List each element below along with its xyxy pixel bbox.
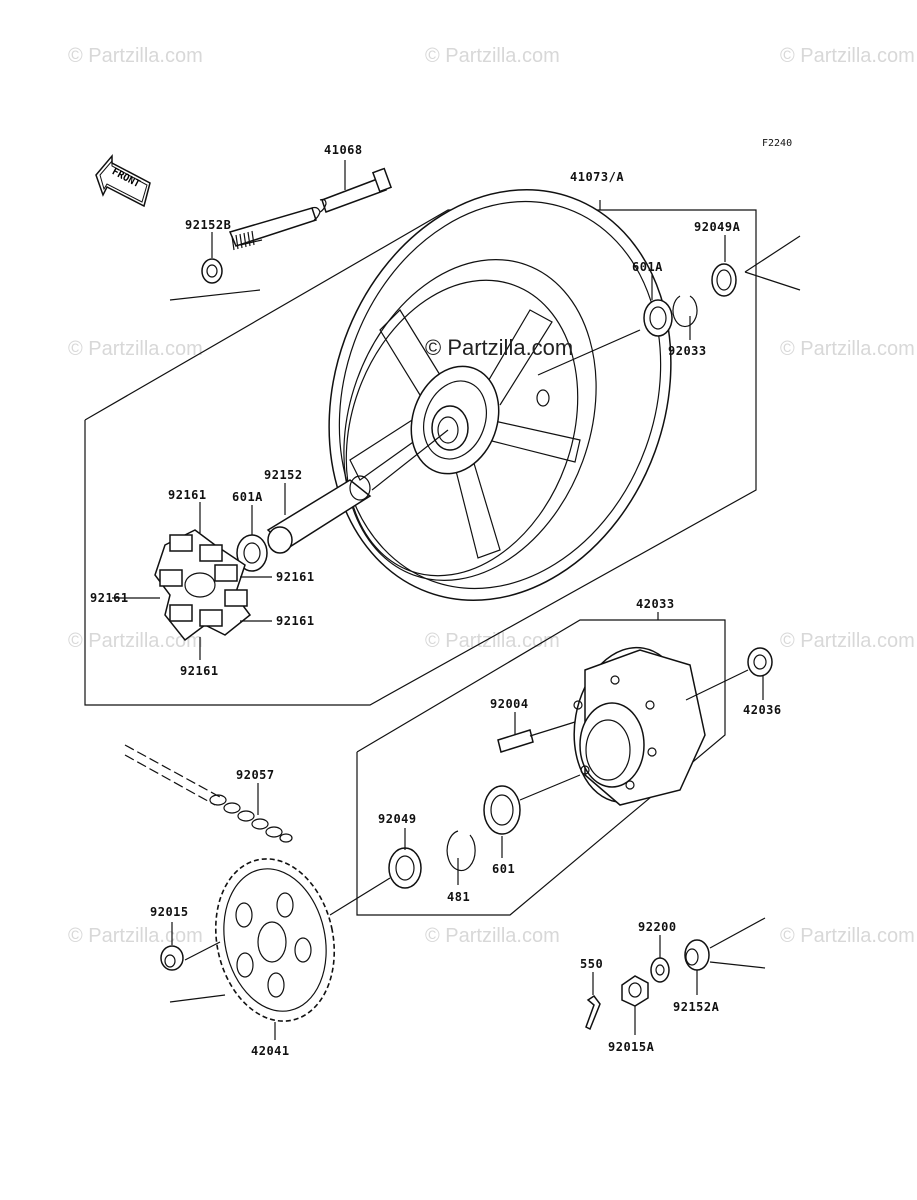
part-label-601a-upper[interactable]: 601A <box>632 260 663 274</box>
washer-92200 <box>650 957 670 983</box>
part-label-92152a[interactable]: 92152A <box>673 1000 720 1014</box>
watermark: © Partzilla.com <box>425 45 560 67</box>
sprocket-carrier-42033 <box>573 646 706 806</box>
cush-drive-damper <box>154 529 252 642</box>
part-label-92152b[interactable]: 92152B <box>185 218 232 232</box>
part-label-92033[interactable]: 92033 <box>668 344 707 358</box>
part-label-550[interactable]: 550 <box>580 957 604 971</box>
circlip-481 <box>446 830 476 872</box>
rear-wheel-rim <box>328 189 672 601</box>
part-label-92152[interactable]: 92152 <box>264 468 303 482</box>
oil-seal-92049 <box>388 847 422 889</box>
watermark: © Partzilla.com <box>780 338 915 360</box>
collar-92152b <box>201 258 223 284</box>
part-label-481[interactable]: 481 <box>447 890 471 904</box>
watermark: © Partzilla.com <box>68 338 203 360</box>
watermark: © Partzilla.com <box>780 45 915 67</box>
rear-axle <box>228 167 393 251</box>
part-label-41068[interactable]: 41068 <box>324 143 363 157</box>
collar-92152a <box>684 939 710 971</box>
collar-42036 <box>747 647 773 677</box>
part-label-41073a[interactable]: 41073/A <box>570 170 625 184</box>
part-label-92161[interactable]: 92161 <box>276 570 315 584</box>
part-label-92161[interactable]: 92161 <box>180 664 219 678</box>
oil-seal-92049a <box>711 263 737 297</box>
rear-sprocket-42041 <box>214 858 336 1022</box>
part-label-92161[interactable]: 92161 <box>276 614 315 628</box>
part-label-92161[interactable]: 92161 <box>168 488 207 502</box>
watermark: © Partzilla.com <box>780 925 915 947</box>
part-label-92161[interactable]: 92161 <box>90 591 129 605</box>
part-label-92057[interactable]: 92057 <box>236 768 275 782</box>
part-label-92015[interactable]: 92015 <box>150 905 189 919</box>
bearing-601 <box>483 785 521 835</box>
nut-92015 <box>160 945 184 971</box>
figure-code: F2240 <box>762 138 793 149</box>
part-label-92200[interactable]: 92200 <box>638 920 677 934</box>
drive-chain-92057 <box>124 744 293 843</box>
watermark: © Partzilla.com <box>425 925 560 947</box>
part-label-42033[interactable]: 42033 <box>636 597 675 611</box>
part-label-92004[interactable]: 92004 <box>490 697 529 711</box>
part-label-601a[interactable]: 601A <box>232 490 263 504</box>
watermark: © Partzilla.com <box>68 630 203 652</box>
part-label-42041[interactable]: 42041 <box>251 1044 290 1058</box>
watermark: © Partzilla.com <box>68 45 203 67</box>
part-label-601[interactable]: 601 <box>492 862 516 876</box>
part-label-92049[interactable]: 92049 <box>378 812 417 826</box>
circlip-92033 <box>672 295 698 328</box>
watermark: © Partzilla.com <box>425 630 560 652</box>
watermark: © Partzilla.com <box>68 925 203 947</box>
cotter-pin-550 <box>585 994 601 1031</box>
part-label-92049a[interactable]: 92049A <box>694 220 741 234</box>
collar-92152 <box>266 475 372 554</box>
center-watermark: © Partzilla.com <box>425 335 574 360</box>
part-label-92015a[interactable]: 92015A <box>608 1040 655 1054</box>
watermark: © Partzilla.com <box>780 630 915 652</box>
castle-nut-92015a <box>621 975 649 1007</box>
part-label-42036[interactable]: 42036 <box>743 703 782 717</box>
hub-group-box <box>356 619 726 916</box>
front-arrow-icon: FRONT <box>95 153 151 208</box>
bearing-601a-upper <box>643 299 673 337</box>
stud-92004 <box>497 729 534 753</box>
